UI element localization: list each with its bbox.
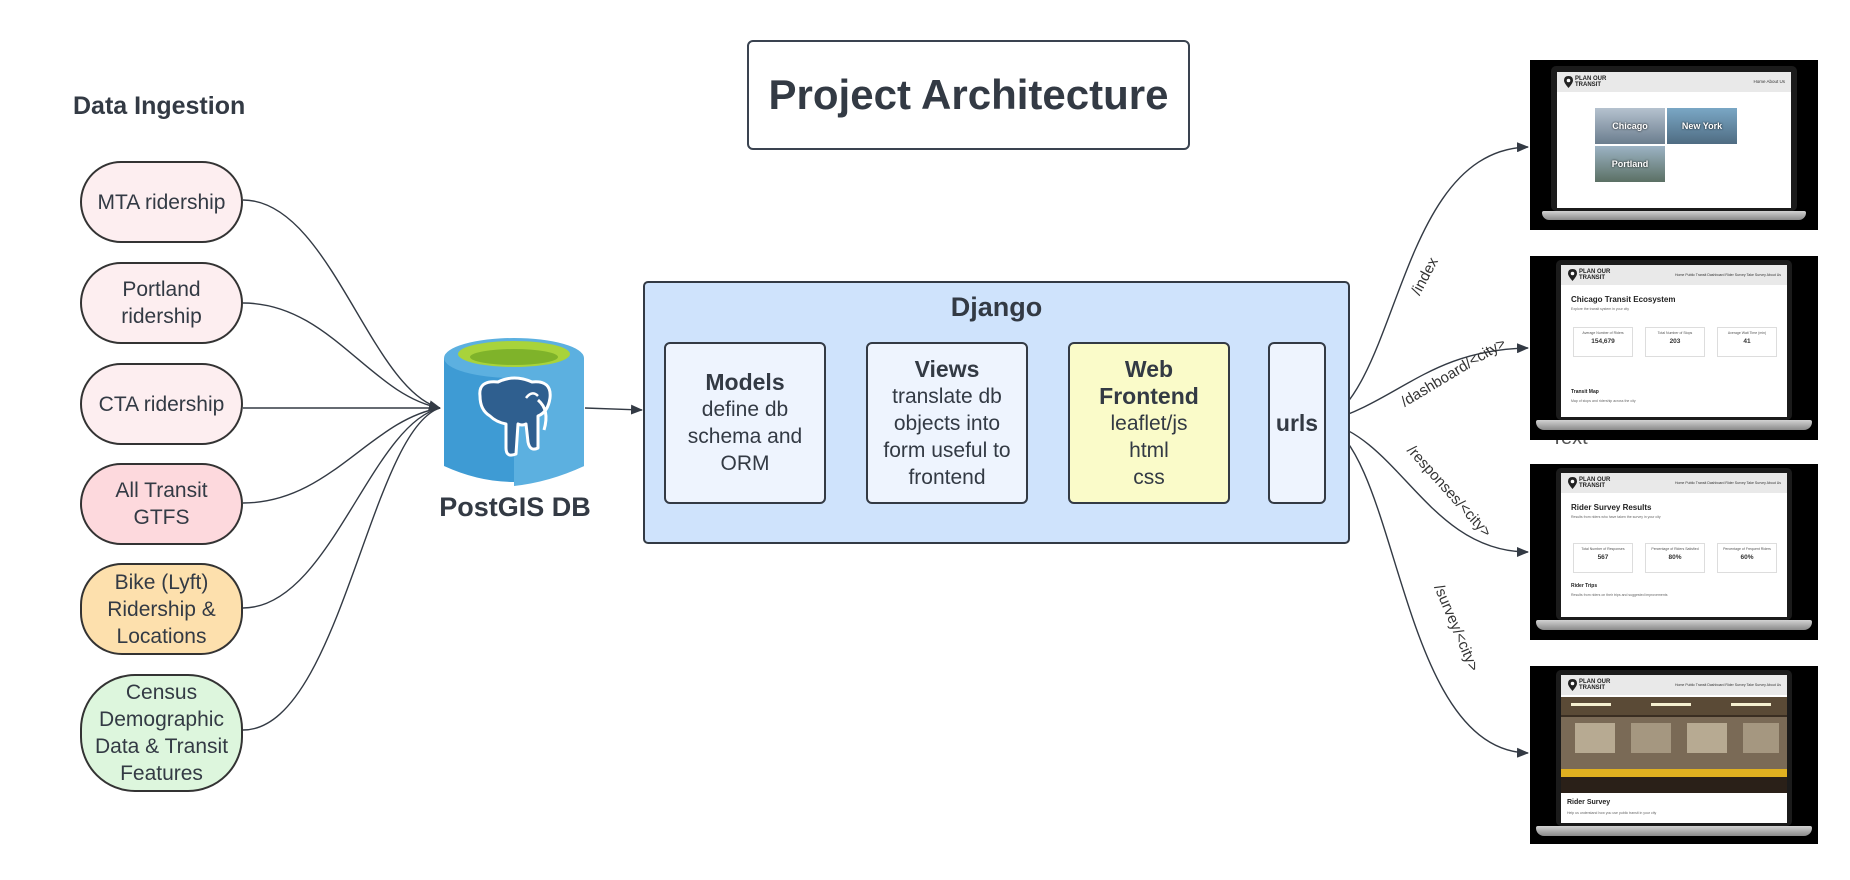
survey-heading: Rider Survey [1567, 799, 1611, 806]
source-label: Data & Transit [94, 735, 229, 758]
views-line: translate db [892, 384, 1002, 408]
dashboard-section-text: Map of stops and ridership across the ci… [1571, 399, 1636, 403]
dashboard-section-title: Transit Map [1571, 389, 1599, 395]
source-mta-ridership: MTA ridership [80, 161, 243, 243]
elephant-icon [478, 376, 552, 457]
urls-box: urls [1268, 342, 1326, 504]
web-frontend-line: css [1133, 465, 1165, 489]
ingestion-heading: Data Ingestion [73, 92, 246, 120]
source-label: CTA ridership [98, 392, 225, 416]
source-bike-lyft: Bike (Lyft) Ridership & Locations [80, 563, 243, 655]
subway-hero-image [1561, 697, 1787, 793]
web-frontend-title: Frontend [1099, 382, 1199, 409]
logo-pin-icon [1568, 477, 1577, 489]
page-title: Project Architecture [747, 40, 1190, 150]
web-frontend-title: Web [1124, 355, 1174, 382]
survey-subtext: Help us understand how you use public tr… [1567, 811, 1657, 815]
web-frontend-line: html [1129, 438, 1169, 462]
source-label: MTA ridership [97, 190, 226, 214]
dashboard-heading: Chicago Transit Ecosystem [1571, 295, 1676, 304]
views-line: objects into [893, 411, 1001, 435]
models-line: schema and [687, 425, 803, 448]
views-line: frontend [908, 465, 986, 489]
source-portland-ridership: Portland ridership [80, 262, 243, 344]
views-line: form useful to [883, 438, 1011, 462]
edge-urls-to-dashboard [1325, 343, 1529, 423]
source-label: GTFS [133, 506, 190, 529]
source-label: Portland [122, 278, 201, 301]
edge-census-to-db [242, 407, 441, 731]
edge-gtfs-to-db [242, 407, 441, 504]
postgis-db-label: PostGIS DB [439, 492, 591, 522]
survey-nav-items: Home Public Transit Dashboard Rider Surv… [1675, 683, 1781, 687]
logo-pin-icon [1568, 269, 1577, 281]
edge-db-to-django [584, 404, 643, 415]
postgis-db-icon [444, 338, 584, 486]
models-line: ORM [720, 452, 770, 475]
city-tile-chicago[interactable]: Chicago [1595, 108, 1665, 144]
web-frontend-line: leaflet/js [1110, 411, 1188, 435]
source-label: All Transit [115, 479, 208, 502]
edge-urls-to-index [1325, 142, 1529, 423]
responses-heading: Rider Survey Results [1571, 503, 1652, 512]
responses-section-text: Results from riders on their trips and s… [1571, 593, 1668, 597]
index-nav-items: Home About Us [1753, 79, 1785, 84]
source-cta-ridership: CTA ridership [80, 363, 243, 445]
source-label: Bike (Lyft) [114, 570, 209, 594]
responses-subtext: Results from riders who have taken the s… [1571, 515, 1661, 519]
dashboard-subtext: Explore the transit system in your city [1571, 307, 1629, 311]
source-label: Features [120, 762, 203, 785]
responses-nav-items: Home Public Transit Dashboard Rider Surv… [1675, 481, 1781, 485]
edge-urls-to-responses [1325, 421, 1529, 557]
source-label: Locations [116, 624, 207, 648]
django-title: Django [950, 292, 1043, 322]
logo-pin-icon [1568, 679, 1577, 691]
models-title: Models [705, 369, 785, 395]
views-box: Views translate db objects into form use… [866, 342, 1028, 504]
edge-portland-to-db [242, 302, 441, 409]
web-frontend-box: Web Frontend leaflet/js html css [1068, 342, 1230, 504]
edge-urls-to-survey [1325, 421, 1529, 758]
dashboard-stat-card: Average Wait Time (min)41 [1717, 327, 1777, 357]
models-box: Models define db schema and ORM [664, 342, 826, 504]
views-title: Views [914, 355, 980, 382]
source-label: Demographic [99, 708, 224, 731]
urls-title: urls [1275, 409, 1319, 436]
dashboard-nav-items: Home Public Transit Dashboard Rider Surv… [1675, 273, 1781, 277]
source-label: Ridership & [107, 597, 216, 621]
source-label: Census [125, 681, 198, 704]
city-tile-portland[interactable]: Portland [1595, 146, 1665, 182]
logo-pin-icon [1564, 76, 1573, 88]
edge-mta-to-db [242, 199, 441, 411]
models-line: define db [701, 398, 789, 421]
edge-bike-to-db [242, 407, 441, 609]
responses-section-title: Rider Trips [1571, 583, 1598, 589]
city-tile-new-york[interactable]: New York [1667, 108, 1737, 144]
source-label: ridership [121, 305, 202, 328]
